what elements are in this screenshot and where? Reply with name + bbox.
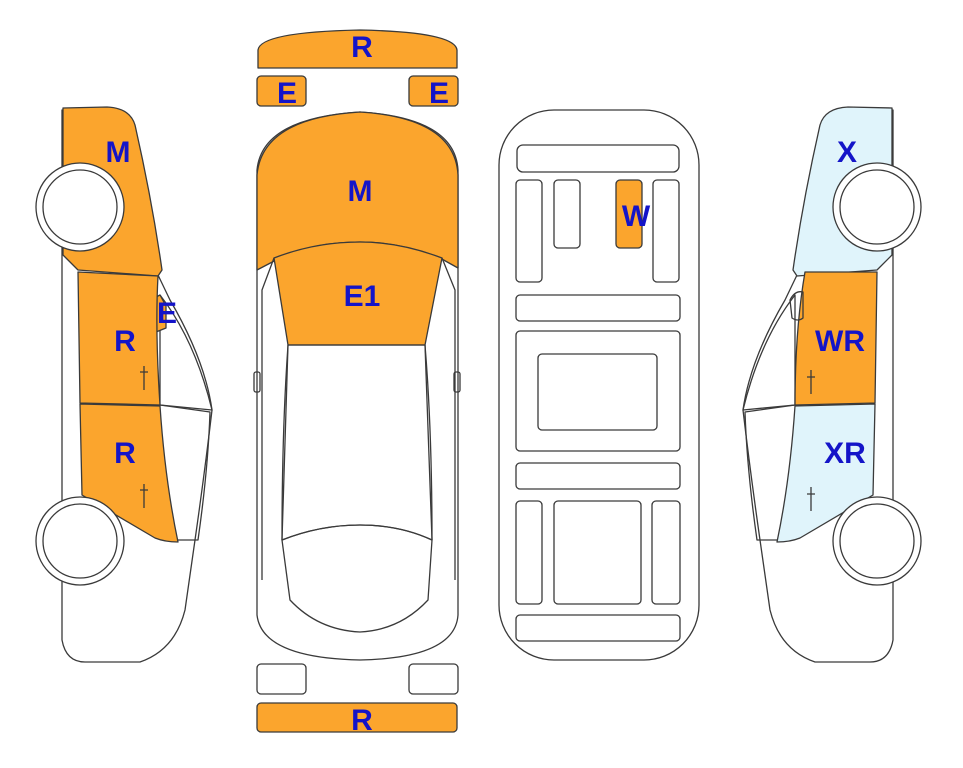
left-front-door-handle-icon bbox=[140, 366, 148, 390]
left-front-door-panel[interactable] bbox=[77, 271, 161, 406]
top-windshield-panel[interactable] bbox=[273, 241, 443, 346]
interior-front-seat-bar bbox=[515, 294, 681, 322]
interior-dash-part[interactable] bbox=[615, 179, 643, 249]
top-taillamp-left bbox=[256, 663, 307, 695]
top-windshield-label: E1 bbox=[344, 280, 381, 313]
interior-rear-seat-bar bbox=[515, 462, 681, 490]
interior-trunk bbox=[553, 500, 642, 605]
left-rear-door-handle-icon bbox=[140, 484, 148, 508]
top-front-bumper[interactable] bbox=[257, 29, 458, 69]
right-hood-label: X bbox=[837, 136, 857, 169]
interior-dash-part-label: W bbox=[622, 200, 651, 233]
top-headlamp-right-label: E bbox=[429, 77, 449, 110]
top-hood-label: M bbox=[348, 175, 373, 208]
right-rear-door-handle-icon bbox=[807, 487, 815, 511]
top-view bbox=[253, 29, 461, 733]
interior-dash bbox=[516, 144, 680, 173]
right-front-door-label: WR bbox=[815, 325, 865, 358]
interior-body-outline bbox=[498, 109, 700, 661]
left-rear-door-label: R bbox=[114, 437, 136, 470]
top-rear-bumper-label: R bbox=[351, 704, 373, 737]
interior-view bbox=[498, 109, 700, 661]
top-right-mirror bbox=[453, 371, 461, 393]
right-side-view bbox=[742, 106, 922, 663]
top-headlamp-right[interactable] bbox=[408, 75, 459, 107]
interior-rear-left bbox=[515, 500, 543, 605]
left-side-view bbox=[35, 106, 213, 663]
top-roof-outline bbox=[281, 344, 433, 541]
right-front-hub bbox=[839, 169, 915, 245]
left-body-outline bbox=[61, 109, 213, 663]
left-rear-wheel bbox=[35, 496, 125, 586]
left-window-lower bbox=[159, 404, 211, 541]
top-headlamp-left[interactable] bbox=[256, 75, 307, 107]
top-taillamp-right bbox=[408, 663, 459, 695]
right-rear-wheel bbox=[832, 496, 922, 586]
interior-cabin-outer bbox=[515, 330, 681, 452]
right-front-door-handle-icon bbox=[807, 370, 815, 394]
right-mirror bbox=[789, 291, 804, 321]
top-rear-bumper[interactable] bbox=[256, 702, 458, 733]
top-rear-window bbox=[281, 524, 433, 633]
left-hood-label: M bbox=[106, 136, 131, 169]
left-rear-hub bbox=[42, 503, 118, 579]
interior-rear-bar bbox=[515, 614, 681, 642]
top-front-bumper-label: R bbox=[351, 31, 373, 64]
left-front-wheel bbox=[35, 162, 125, 252]
left-front-hub bbox=[42, 169, 118, 245]
right-window-outline bbox=[742, 294, 796, 411]
left-fender-label: E bbox=[157, 297, 177, 330]
top-headlamp-left-label: E bbox=[277, 77, 297, 110]
interior-rear-right bbox=[651, 500, 681, 605]
left-front-door-label: R bbox=[114, 325, 136, 358]
interior-cabin-inner bbox=[537, 353, 658, 431]
right-rear-door-label: XR bbox=[824, 437, 866, 470]
right-front-door-panel[interactable] bbox=[794, 271, 878, 406]
interior-pillar-left bbox=[515, 179, 543, 283]
right-front-wheel bbox=[832, 162, 922, 252]
interior-pillar-right bbox=[652, 179, 680, 283]
top-right-pillar bbox=[424, 257, 456, 580]
right-rear-hub bbox=[839, 503, 915, 579]
right-body-outline bbox=[742, 109, 894, 663]
top-left-pillar bbox=[261, 257, 289, 580]
interior-vent-left bbox=[553, 179, 581, 249]
top-left-mirror bbox=[253, 371, 261, 393]
left-window-outline bbox=[159, 294, 213, 411]
right-window-lower bbox=[744, 404, 796, 541]
